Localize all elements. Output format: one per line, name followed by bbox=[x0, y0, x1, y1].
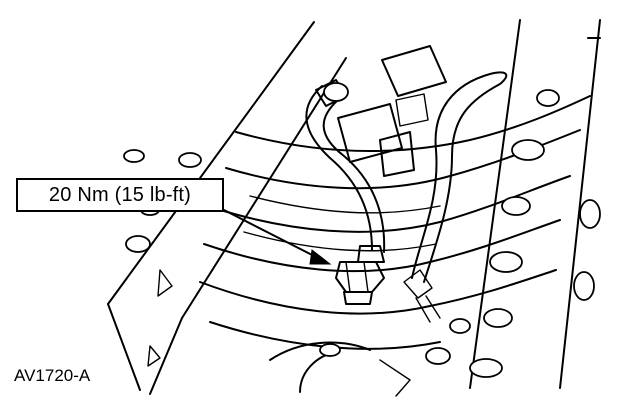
port-oval bbox=[511, 139, 545, 161]
sensor-wire bbox=[403, 71, 508, 323]
manifold-contours bbox=[199, 95, 591, 350]
pressure-tube bbox=[305, 79, 386, 253]
port-oval bbox=[579, 199, 601, 229]
plate-hole bbox=[123, 149, 145, 163]
plate-hole bbox=[125, 235, 151, 253]
figure-id-label: AV1720-A bbox=[14, 366, 91, 385]
port-oval bbox=[483, 308, 513, 328]
lower-structure bbox=[269, 341, 411, 397]
port-oval bbox=[536, 89, 560, 107]
port-oval bbox=[469, 358, 503, 378]
leader-arrow bbox=[223, 209, 332, 265]
upper-blocks bbox=[337, 45, 447, 177]
right-bank-ports bbox=[425, 89, 601, 378]
port-oval bbox=[501, 196, 531, 216]
port-oval bbox=[449, 318, 471, 334]
port-oval bbox=[489, 251, 523, 273]
hex-fitting bbox=[335, 245, 385, 305]
port-oval bbox=[425, 347, 451, 365]
torque-label: 20 Nm (15 lb-ft) bbox=[48, 183, 192, 206]
right-rails bbox=[469, 19, 601, 389]
plate-hole bbox=[178, 152, 202, 168]
left-cover-plate bbox=[107, 21, 347, 395]
torque-callout: 20 Nm (15 lb-ft) bbox=[16, 178, 224, 212]
port-oval bbox=[573, 271, 595, 301]
